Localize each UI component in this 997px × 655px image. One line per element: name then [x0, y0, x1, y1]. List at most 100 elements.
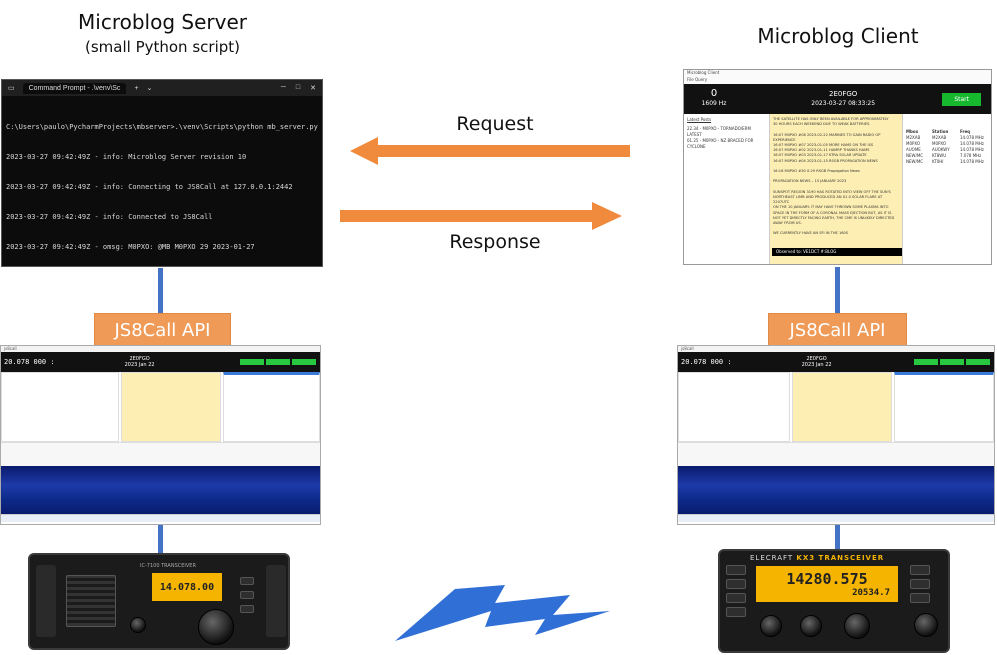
js8-titlebar: js8call — [678, 346, 994, 352]
client-window: Microblog Client File Query 0 1609 Hz 2E… — [683, 69, 992, 265]
radio-button[interactable] — [726, 607, 746, 617]
table-header: Freq — [960, 129, 971, 134]
radio-button[interactable] — [240, 591, 254, 599]
radio-lcd: 14.078.00 — [152, 573, 222, 601]
post-body-line: WE CURRENTLY HAVE AN SFI IN THE 160S — [773, 231, 849, 236]
js8-button[interactable] — [966, 359, 990, 365]
js8-date: 2023 Jan 22 — [801, 362, 832, 368]
radio-speaker-grille — [66, 575, 116, 627]
client-callsign: 2E0FGO — [829, 90, 858, 98]
radio-knob[interactable] — [914, 613, 938, 637]
post-item[interactable]: 01.25 - M0PXO - NZ BRACED FOR CYCLONE — [687, 138, 754, 149]
table-row[interactable]: M0PXO M0PXO 14.078 MHz — [906, 141, 988, 147]
js8-band-activity — [1, 372, 119, 442]
js8-callsign: 2E0FGO — [806, 356, 827, 362]
minimize-icon[interactable]: ─ — [280, 84, 286, 91]
table-cell: NEW/MC — [906, 153, 924, 158]
radio-handle-left — [36, 565, 56, 637]
server-connector-top — [158, 268, 163, 313]
radio-knob[interactable] — [800, 615, 822, 637]
client-menubar[interactable]: File Query — [684, 77, 991, 84]
table-cell: M0PXO — [906, 141, 921, 146]
radio-button[interactable] — [910, 565, 930, 575]
radio-lcd-sub: 20534.7 — [852, 588, 890, 598]
volume-knob[interactable] — [130, 617, 146, 633]
vfo-knob[interactable] — [844, 613, 870, 639]
radio-lcd: 14280.575 20534.7 — [756, 566, 898, 602]
client-status-bar: Observed to: VE1DCT #:BLOG — [772, 248, 902, 256]
post-body-panel: THE SATELLITE HAS ONLY BEEN AVAILABLE FO… — [770, 114, 903, 264]
radio-button[interactable] — [726, 579, 746, 589]
post-body-line: 16:16 M0PXO #30 0:29 RSGB Propagation Ne… — [773, 169, 860, 174]
server-subtitle: (small Python script) — [85, 38, 240, 56]
radio-button[interactable] — [240, 605, 254, 613]
table-header: Mbox — [906, 129, 919, 134]
client-api-box: JS8Call API — [768, 313, 907, 347]
post-body-line: 16:07 M0PXO #08 2023-02-22 MARINES TO GA… — [773, 132, 881, 137]
start-button[interactable]: Start — [942, 92, 981, 106]
js8-controls — [1, 442, 320, 466]
radio-button[interactable] — [910, 593, 930, 603]
js8-date: 2023 Jan 22 — [124, 362, 155, 368]
js8-frequency: 20.078 000 : — [4, 358, 55, 366]
post-body-line: 16:07 M0PXO #02 2023-01-11 HAMRP THANKS … — [773, 148, 870, 153]
table-cell: 14.078 MHz — [960, 159, 984, 164]
client-station-block: 2E0FGO 2023-03-27 08:33:25 — [744, 89, 942, 109]
js8-buttons — [240, 359, 320, 365]
radio-model: KX3 TRANSCEIVER — [796, 554, 885, 562]
client-freq: 0 — [710, 88, 718, 99]
js8-titlebar: js8call — [1, 346, 320, 352]
js8-waterfall — [1, 466, 320, 514]
js8-button[interactable] — [292, 359, 316, 365]
client-datetime: 2023-03-27 08:33:25 — [811, 100, 876, 107]
table-header-row: Mbox Station Freq — [906, 129, 988, 135]
terminal-icon: ▭ — [8, 85, 15, 92]
table-cell: 14.078 MHz — [960, 141, 984, 146]
js8-button[interactable] — [240, 359, 264, 365]
post-body-line: PROPAGATION NEWS – 15 JANUARY 2023 — [773, 179, 847, 184]
js8-button[interactable] — [914, 359, 938, 365]
radio-button[interactable] — [240, 577, 254, 585]
radio-model: IC-7100 TRANSCEIVER — [140, 563, 196, 569]
client-titlebar: Microblog Client — [684, 70, 991, 77]
js8-button[interactable] — [266, 359, 290, 365]
maximize-icon[interactable]: □ — [295, 84, 301, 91]
client-title: Microblog Client — [757, 24, 919, 48]
vfo-knob[interactable] — [198, 609, 234, 645]
table-header: Station — [932, 129, 949, 134]
post-item[interactable]: 22.34 - M0PXO - TORNADO/ERM LATEST — [687, 126, 751, 137]
post-body-line: 16:07 M0PXO #07 2023-01-05 MORE HAMS ON … — [773, 143, 874, 148]
terminal-tab[interactable]: Command Prompt - .\venv\Sc — [22, 82, 127, 94]
js8-header: 20.078 000 : 2E0FGO 2023 Jan 22 — [1, 352, 320, 372]
table-cell: M0PXO — [932, 141, 947, 146]
js8-header: 20.078 000 : 2E0FGO 2023 Jan 22 — [678, 352, 994, 372]
js8-callsign-block: 2E0FGO 2023 Jan 22 — [802, 356, 832, 368]
radio-knob[interactable] — [760, 615, 782, 637]
terminal-line: 2023-03-27 09:42:49Z - info: Microblog S… — [6, 153, 247, 161]
post-body-line: SPACE IN THE FORM OF A CORONAL MASS EJEC… — [773, 210, 892, 215]
close-icon[interactable]: ✕ — [310, 85, 316, 92]
response-label: Response — [449, 231, 541, 253]
post-body-line: SUNSPOT REGION 3190 HAS ROTATED INTO VIE… — [773, 189, 891, 194]
terminal-output: C:\Users\paulo\PycharmProjects\mbserver>… — [2, 96, 322, 278]
radio-button[interactable] — [726, 593, 746, 603]
server-title: Microblog Server — [78, 10, 247, 34]
radio-button[interactable] — [726, 565, 746, 575]
client-body: Latest Posts 22.34 - M0PXO - TORNADO/ERM… — [684, 114, 991, 264]
js8-panels — [678, 372, 994, 442]
radio-button[interactable] — [910, 579, 930, 589]
chevron-down-icon[interactable]: ⌄ — [146, 85, 153, 92]
radio-lcd-main: 14280.575 — [786, 570, 868, 588]
new-tab-icon[interactable]: + — [134, 84, 139, 92]
terminal-line: 2023-03-27 09:42:49Z - omsg: M0PXO: @MB … — [6, 243, 255, 251]
js8-message-panel — [792, 372, 892, 442]
js8-button[interactable] — [940, 359, 964, 365]
table-cell: M2XAB — [932, 135, 947, 140]
post-body-line: 16:07 M0PXO #04 2023-01-15 RSGB PROPAGAT… — [773, 158, 878, 163]
post-body-line: EXPERIENCE — [773, 137, 796, 142]
